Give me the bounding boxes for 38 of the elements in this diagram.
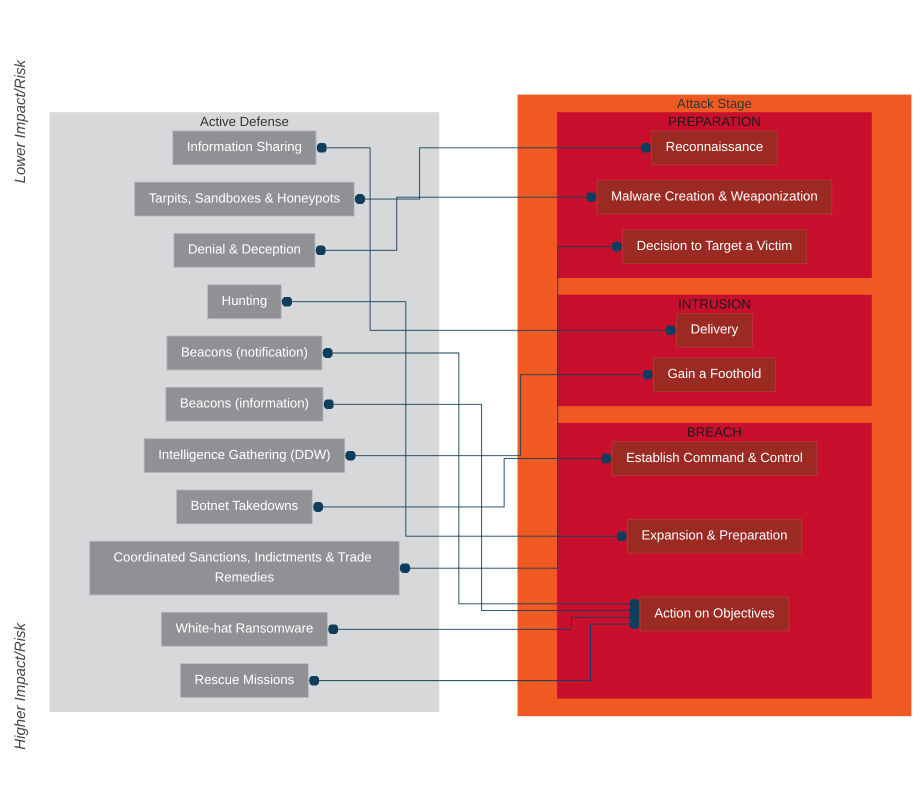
node-box	[676, 312, 752, 348]
node-box	[172, 130, 316, 165]
cluster	[556, 112, 872, 278]
axis-note: Lower Impact/Risk	[12, 60, 28, 184]
connector	[280, 296, 628, 542]
connector	[314, 191, 598, 256]
node-box	[626, 518, 802, 554]
node-box	[596, 179, 832, 214]
connector	[326, 612, 640, 634]
node-box	[639, 596, 789, 631]
connector	[344, 369, 654, 461]
axis-note: Higher Impact/Risk	[12, 623, 28, 750]
node-box	[611, 440, 817, 476]
node-box	[652, 356, 776, 392]
cluster	[49, 112, 439, 712]
node-box	[143, 438, 345, 473]
cluster	[556, 422, 872, 698]
node-box	[176, 489, 312, 524]
node-box	[134, 181, 354, 216]
connector	[322, 398, 640, 616]
node-box	[166, 335, 322, 370]
node-box	[180, 662, 308, 698]
connector	[315, 142, 676, 336]
node-box	[622, 228, 806, 264]
node-box	[650, 130, 778, 165]
cluster	[517, 94, 911, 716]
cluster	[556, 294, 872, 406]
connector	[311, 452, 612, 512]
connector	[307, 618, 640, 686]
node-box	[160, 612, 328, 646]
connector	[320, 347, 640, 609]
node-box	[88, 540, 400, 595]
node-box	[164, 386, 323, 422]
diagram: Active Defense Attack Stage PREPARATION INTRUSION BREACH Information Sharing Tarpits, Sandboxes & Honeypots Denial & Deception Hunting Beacons (notification) Beacons (information) Intelligence Gathering (DDW) Botnet Takedowns Coordinated Sanctions, Indictments & Trade Remedies White-hat Ransomware Rescue Missions Reconnaissance Malware Creation & Weaponization Decision to Target a Victim Delivery Gain a Foothold Establish Command & Control Expansion & Preparation Action on Objectives	[42, 88, 918, 722]
node-box	[172, 232, 315, 268]
connector	[353, 142, 652, 204]
connector	[398, 240, 622, 574]
node-box	[206, 284, 282, 319]
